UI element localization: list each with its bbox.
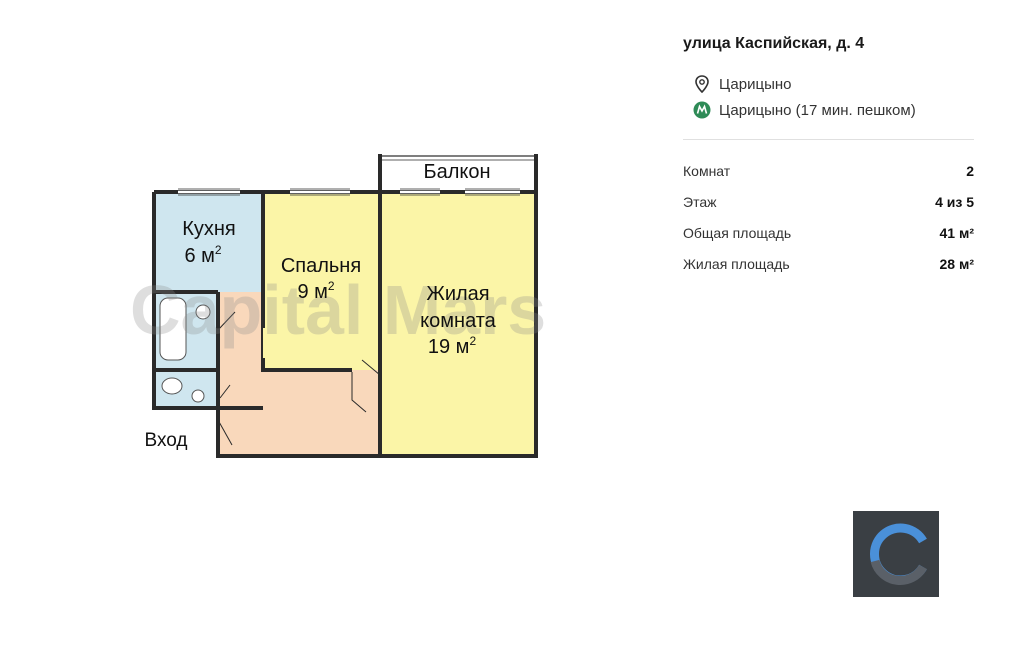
- living-name-2: комната: [420, 310, 497, 332]
- stat-label: Общая площадь: [683, 225, 792, 241]
- stat-label: Жилая площадь: [683, 256, 790, 272]
- living-name-1: Жилая: [426, 283, 489, 305]
- address: улица Каспийская, д. 4: [683, 35, 865, 52]
- stat-value: 41 м²: [939, 225, 974, 241]
- stat-value: 2: [966, 163, 974, 179]
- stat-floor: Этаж 4 из 5: [683, 191, 974, 222]
- stat-label: Этаж: [683, 194, 717, 210]
- metro-icon: [693, 101, 711, 119]
- kitchen-area-label: 6 м2: [184, 243, 221, 267]
- metro-station: Царицыно (17 мин. пешком): [719, 101, 916, 119]
- toilet-icon: [161, 377, 183, 395]
- kitchen-floor: [154, 192, 263, 292]
- capital-mars-logo: [853, 511, 939, 597]
- sink-icon: [195, 304, 211, 320]
- floor-plan: Capital Mars Кухня 6 м2 Спальня 9 м2 Жил…: [130, 154, 546, 458]
- stat-value: 4 из 5: [935, 194, 974, 210]
- walls: [152, 190, 538, 458]
- stat-living-area: Жилая площадь 28 м²: [683, 253, 974, 284]
- stat-value: 28 м²: [939, 256, 974, 272]
- district-name: Царицыно: [719, 75, 792, 93]
- stat-total-area: Общая площадь 41 м²: [683, 222, 974, 253]
- metro-row: Царицыно (17 мин. пешком): [683, 97, 974, 123]
- kitchen-name: Кухня: [182, 218, 236, 240]
- divider: [683, 139, 974, 140]
- bathtub-icon: [159, 297, 187, 361]
- entrance-label: Вход: [145, 430, 188, 451]
- bedroom-area-label: 9 м2: [297, 279, 334, 303]
- logo-c-icon: [870, 523, 927, 586]
- listing-info: улица Каспийская, д. 4 Царицыно Царицыно…: [683, 32, 974, 284]
- sink-icon-2: [191, 389, 205, 403]
- district-row: Царицыно: [683, 71, 974, 97]
- bedroom-name: Спальня: [281, 255, 361, 277]
- balcony-label: Балкон: [423, 161, 490, 183]
- stat-label: Комнат: [683, 163, 731, 179]
- living-floor: [380, 192, 536, 455]
- location-pin-icon: [693, 75, 711, 93]
- watermark: Capital Mars: [130, 271, 546, 349]
- living-area-label: 19 м2: [428, 334, 477, 358]
- stat-rooms: Комнат 2: [683, 160, 974, 191]
- bedroom-floor: [263, 192, 380, 370]
- hall-floor: [218, 292, 380, 455]
